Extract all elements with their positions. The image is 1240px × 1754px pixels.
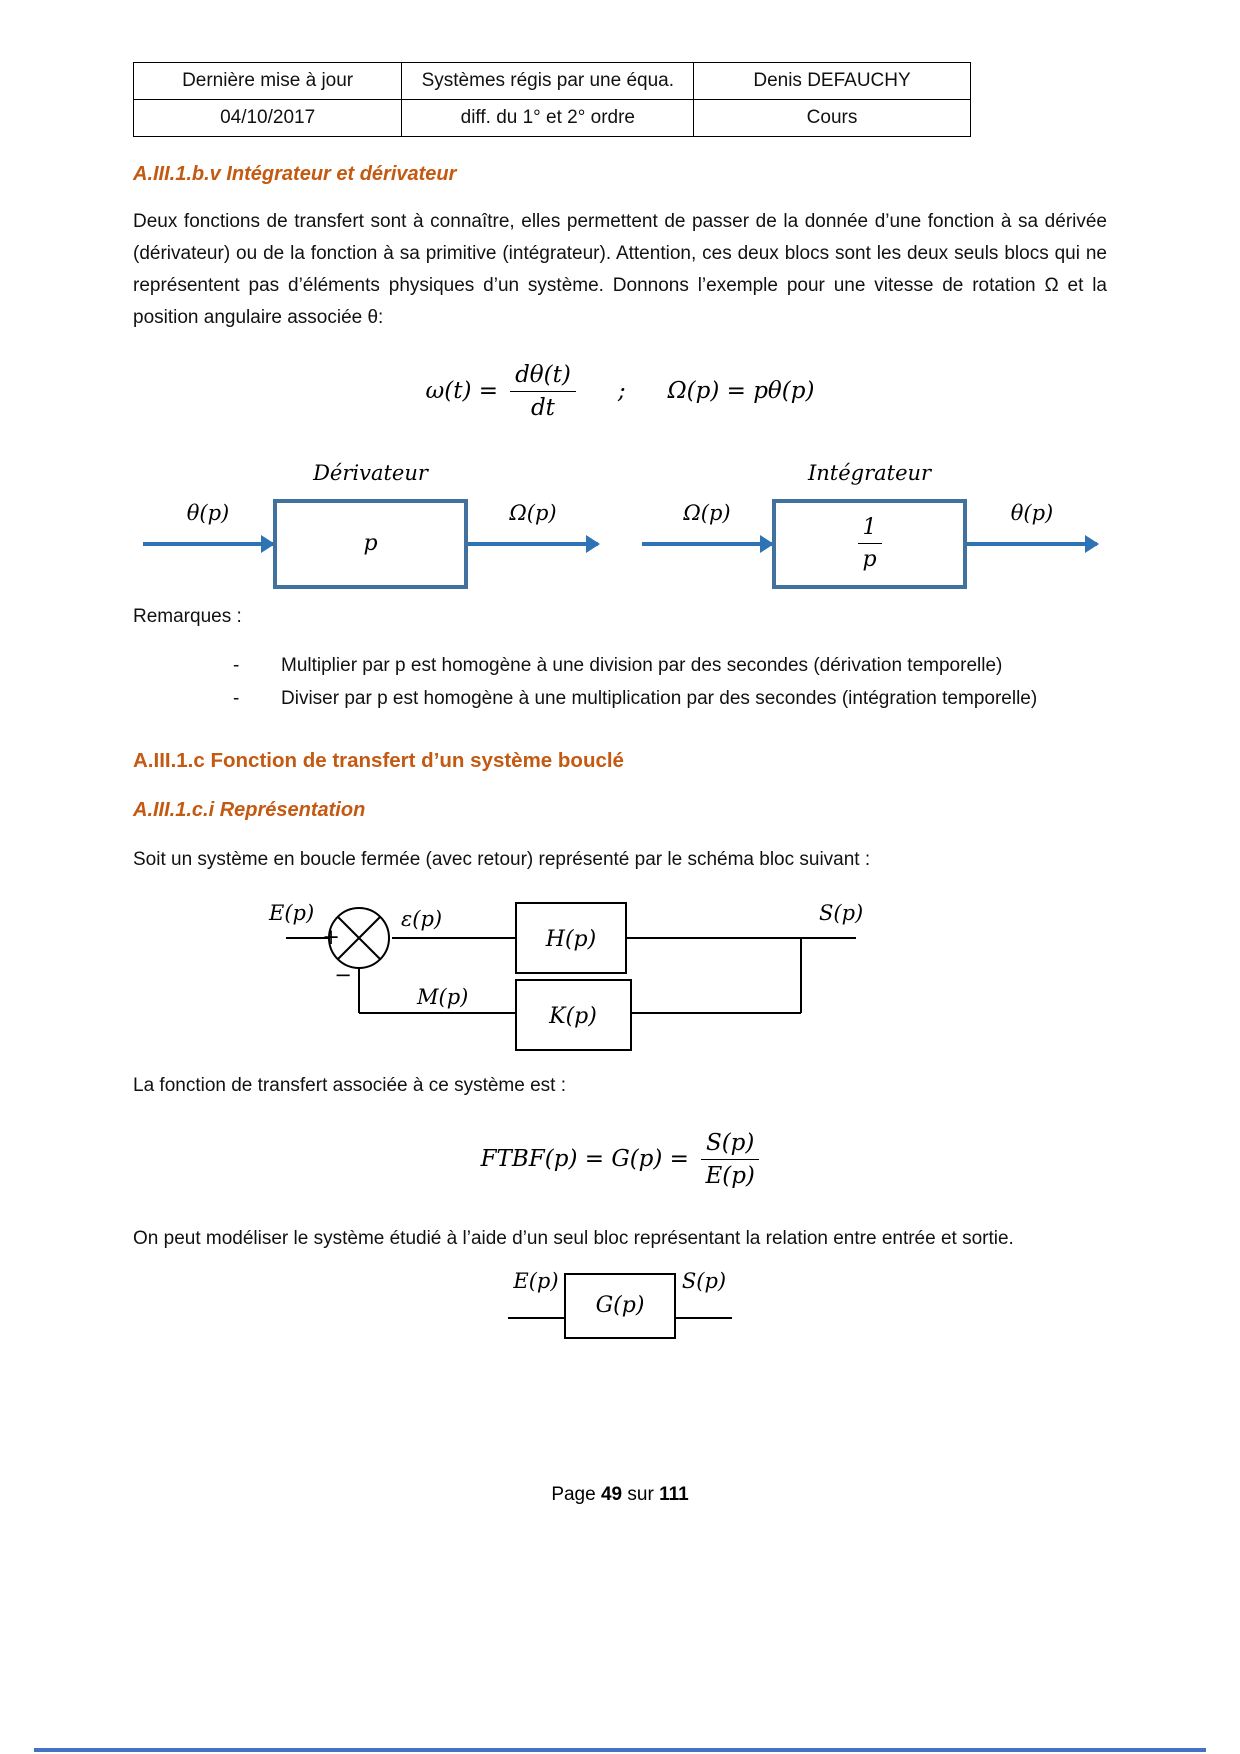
arrow-right-icon bbox=[967, 541, 1097, 546]
input-arrow-wrap: Ω(p) bbox=[642, 499, 772, 589]
fraction-s-over-e: S(p) E(p) bbox=[700, 1130, 760, 1189]
minus-sign: − bbox=[334, 963, 352, 987]
header-cell-doc-type: Cours bbox=[693, 99, 971, 137]
input-arrow-wrap: θ(p) bbox=[143, 499, 273, 589]
header-cell-author: Denis DEFAUCHY bbox=[693, 62, 971, 100]
header-cell-date: 04/10/2017 bbox=[132, 99, 403, 137]
heading-fonction-transfert-boucle: A.III.1.c Fonction de transfert d’un sys… bbox=[133, 749, 624, 773]
derivator-title: Dérivateur bbox=[313, 460, 428, 485]
integrator-title: Intégrateur bbox=[807, 460, 932, 485]
header-cell-course-title-line2: diff. du 1° et 2° ordre bbox=[401, 99, 695, 137]
remarks-title: Remarques : bbox=[133, 605, 242, 627]
fraction-dtheta-dt: dθ(t) dt bbox=[510, 362, 576, 421]
equation-lhs: FTBF(p) = G(p) = bbox=[480, 1146, 689, 1173]
input-signal-label: E(p) bbox=[268, 901, 314, 925]
feedback-signal-label: M(p) bbox=[416, 985, 468, 1009]
global-block-label: G(p) bbox=[595, 1293, 645, 1319]
derivator-group: θ(p) Dérivateur p Ω(p) bbox=[143, 461, 598, 589]
feedback-block-label: K(p) bbox=[548, 1004, 597, 1029]
paragraph-single-block: On peut modéliser le système étudié à l’… bbox=[133, 1227, 1014, 1249]
paragraph-closed-loop: Soit un système en boucle fermée (avec r… bbox=[133, 849, 871, 871]
output-arrow-wrap: θ(p) bbox=[967, 499, 1097, 589]
list-dash-marker: - bbox=[233, 654, 240, 676]
output-signal-label: S(p) bbox=[681, 1268, 727, 1293]
equation-lhs: ω(t) = bbox=[425, 378, 499, 405]
paragraph-transfer-function: La fonction de transfert associée à ce s… bbox=[133, 1074, 567, 1096]
output-wire-wrap: S(p) bbox=[676, 1269, 732, 1339]
list-item: - Multiplier par p est homogène à une di… bbox=[233, 649, 1107, 682]
derivator-block: p bbox=[273, 498, 468, 589]
output-signal-label: Ω(p) bbox=[509, 500, 557, 525]
arrow-right-icon bbox=[642, 541, 772, 546]
output-arrow-wrap: Ω(p) bbox=[468, 499, 598, 589]
integrator-group: Ω(p) Intégrateur 1 p θ(p) bbox=[642, 461, 1097, 589]
forward-block-label: H(p) bbox=[545, 927, 596, 952]
footer-total-pages: 111 bbox=[659, 1484, 689, 1505]
plus-sign: + bbox=[322, 925, 340, 949]
wires bbox=[286, 936, 856, 1014]
header-row: Dernière mise à jour Systèmes régis par … bbox=[132, 62, 971, 100]
header-row: 04/10/2017 diff. du 1° et 2° ordre Cours bbox=[132, 99, 971, 137]
input-signal-label: E(p) bbox=[513, 1268, 559, 1293]
block-diagram-derivateur-integrateur: θ(p) Dérivateur p Ω(p) Ω(p) Intégrateur bbox=[133, 455, 1107, 589]
input-signal-label: Ω(p) bbox=[683, 500, 731, 525]
paragraph-intro: Deux fonctions de transfert sont à conna… bbox=[133, 211, 1107, 328]
fraction-numerator: dθ(t) bbox=[510, 362, 576, 392]
footer-separator: sur bbox=[622, 1484, 660, 1505]
fraction-denominator: p bbox=[862, 547, 877, 573]
integrator-transfer-fraction: 1 p bbox=[857, 515, 882, 573]
arrow-right-icon bbox=[468, 541, 598, 546]
fraction-denominator: dt bbox=[530, 394, 555, 421]
list-dash-marker: - bbox=[233, 687, 240, 709]
error-signal-label: ε(p) bbox=[401, 907, 442, 931]
fraction-numerator: S(p) bbox=[700, 1130, 760, 1160]
feedback-loop-diagram: + − E(p) ε(p) H(p) S(p) M(p) K(p) bbox=[261, 892, 1107, 1068]
footer-page-number: 49 bbox=[600, 1484, 623, 1505]
input-wire-wrap: E(p) bbox=[508, 1269, 564, 1339]
header-table: Dernière mise à jour Systèmes régis par … bbox=[132, 62, 971, 137]
equation-rhs: Ω(p) = pθ(p) bbox=[667, 378, 815, 405]
fraction-denominator: E(p) bbox=[705, 1162, 755, 1189]
footer-page-word: Page bbox=[551, 1484, 601, 1505]
output-wire bbox=[676, 1316, 732, 1319]
output-signal-label: S(p) bbox=[819, 901, 863, 925]
arrow-right-icon bbox=[143, 541, 273, 546]
equation-omega-derivative: ω(t) = dθ(t) dt ; Ω(p) = pθ(p) bbox=[133, 362, 1107, 421]
summing-cross-diagonal-2 bbox=[337, 916, 381, 960]
input-signal-label: θ(p) bbox=[186, 500, 230, 525]
integrator-block: 1 p bbox=[772, 498, 967, 589]
equation-separator: ; bbox=[617, 378, 626, 405]
header-cell-last-update: Dernière mise à jour bbox=[132, 62, 403, 100]
single-block-diagram: E(p) G(p) S(p) bbox=[133, 1269, 1107, 1339]
header-cell-course-title-line1: Systèmes régis par une équa. bbox=[401, 62, 695, 100]
forward-block-rect bbox=[515, 901, 627, 974]
remark-text: Multiplier par p est homogène à une divi… bbox=[281, 654, 1003, 676]
page-footer: Page 49 sur 111 bbox=[0, 1484, 1240, 1506]
bottom-page-edge-bar bbox=[34, 1748, 1206, 1752]
fraction-numerator: 1 bbox=[857, 515, 882, 545]
remarks-list: - Multiplier par p est homogène à une di… bbox=[233, 649, 1107, 716]
heading-integrateur-derivateur: A.III.1.b.v Intégrateur et dérivateur bbox=[133, 163, 457, 185]
equation-ftbf: FTBF(p) = G(p) = S(p) E(p) bbox=[133, 1130, 1107, 1189]
derivator-box-wrap: Dérivateur p bbox=[273, 461, 468, 589]
heading-representation: A.III.1.c.i Représentation bbox=[133, 799, 366, 822]
feedback-block-rect bbox=[515, 978, 632, 1051]
derivator-transfer: p bbox=[363, 531, 378, 557]
feedback-loop-svg: + − E(p) ε(p) H(p) S(p) M(p) K(p) bbox=[268, 901, 863, 1051]
list-item: - Diviser par p est homogène à une multi… bbox=[233, 682, 1107, 715]
input-wire bbox=[508, 1316, 564, 1319]
integrator-box-wrap: Intégrateur 1 p bbox=[772, 461, 967, 589]
remark-text: Diviser par p est homogène à une multipl… bbox=[281, 687, 1038, 709]
output-signal-label: θ(p) bbox=[1010, 500, 1054, 525]
global-block: G(p) bbox=[564, 1272, 676, 1339]
